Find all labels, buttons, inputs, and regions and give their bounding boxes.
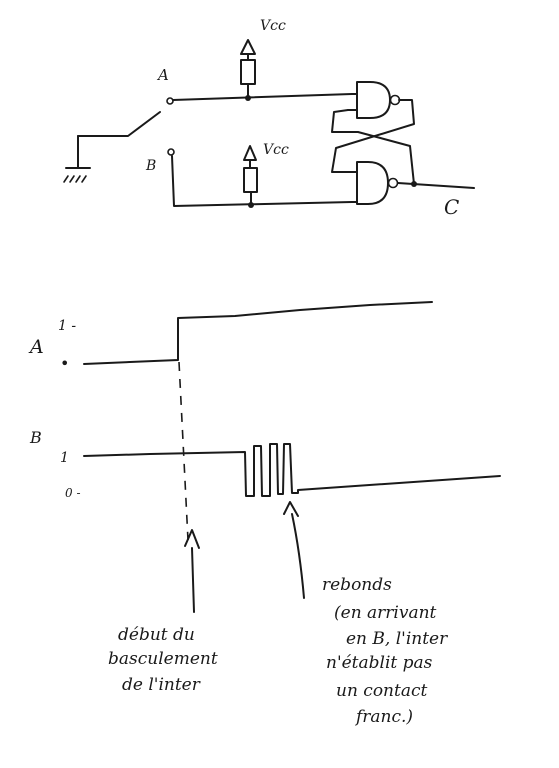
annotation-bounce: rebonds (en arrivant en B, l'inter n'éta… (322, 575, 448, 727)
arrow-bounce (283, 501, 305, 599)
pullup-resistor-bottom (243, 145, 258, 208)
bounce-line-4: n'établit pas (326, 653, 433, 673)
bounce-line-2: (en arrivant (334, 603, 437, 623)
nand-gate-top (347, 81, 401, 119)
timing-label-a: A (28, 336, 44, 358)
waveform-a (83, 301, 433, 365)
label-contact-b: B (145, 158, 156, 174)
arrow-switch-start (184, 529, 200, 613)
label-output: C (444, 195, 459, 219)
waveform-b (83, 443, 501, 497)
annotation-switch-start: début du basculement de l'inter (108, 625, 218, 695)
wire-b (171, 155, 353, 207)
ground-symbol (63, 135, 91, 183)
feedback-bottom-to-top (331, 109, 415, 185)
contact-b (167, 148, 175, 156)
level-low-b: 0 - (65, 486, 81, 500)
switch-start-line-3: de l'inter (122, 675, 201, 695)
switch-start-line-1: début du (118, 625, 195, 645)
switch-lever (77, 111, 161, 137)
nand-gate-bottom (347, 161, 399, 205)
timing-diagram: A 1 - • B 1 0 - début du basculement de … (28, 301, 501, 727)
level-high-b: 1 (60, 450, 69, 466)
contact-a (166, 97, 174, 105)
switch-start-line-2: basculement (108, 649, 218, 669)
output-junction (411, 181, 417, 187)
label-contact-a: A (156, 66, 169, 84)
label-vcc-bottom: Vcc (263, 142, 289, 158)
timing-label-b: B (29, 428, 42, 447)
bounce-line-1: rebonds (322, 575, 392, 595)
wire-a (172, 93, 353, 101)
wire-output (397, 182, 475, 189)
bounce-line-3: en B, l'inter (346, 629, 448, 649)
bounce-line-5: un contact (336, 681, 427, 701)
switch-start-marker (178, 361, 189, 541)
debounce-circuit: A B Vcc Vcc (63, 18, 475, 219)
bounce-line-6: franc.) (354, 707, 413, 727)
level-high-a: 1 - (58, 318, 76, 334)
pullup-resistor-top (240, 39, 256, 101)
label-vcc-top: Vcc (260, 18, 286, 34)
level-low-a: • (60, 354, 69, 373)
